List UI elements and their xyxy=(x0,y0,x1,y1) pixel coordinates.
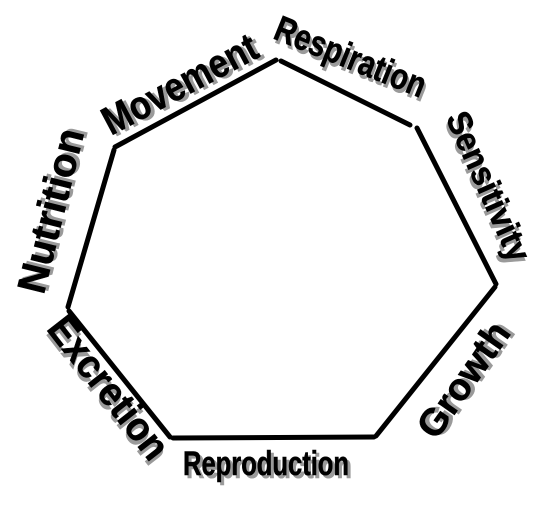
label-reproduction-text: Reproduction xyxy=(183,445,349,483)
edge-nutrition xyxy=(65,147,117,310)
label-movement: Movement Movement xyxy=(94,25,269,146)
label-movement-text: Movement xyxy=(95,25,266,144)
label-reproduction-shadow: Reproduction xyxy=(186,448,352,486)
label-growth-text: Growth xyxy=(409,314,519,446)
label-reproduction: Reproduction Reproduction xyxy=(183,445,353,487)
label-sensitivity-text: Sensitivity xyxy=(438,106,538,268)
edge-reproduction xyxy=(170,434,377,441)
label-excretion: Excretion Excretion xyxy=(38,307,178,473)
label-nutrition: Nutrition Nutrition xyxy=(9,122,97,298)
edge-movement xyxy=(112,57,279,150)
edge-growth xyxy=(373,284,498,439)
label-sensitivity: Sensitivity Sensitivity xyxy=(436,105,538,271)
label-growth: Growth Growth xyxy=(409,313,524,447)
label-excretion-text: Excretion xyxy=(39,307,178,468)
heptagon-outline xyxy=(65,57,499,441)
edge-respiration xyxy=(278,58,413,128)
edge-excretion xyxy=(66,308,173,440)
edge-sensitivity xyxy=(414,125,499,287)
